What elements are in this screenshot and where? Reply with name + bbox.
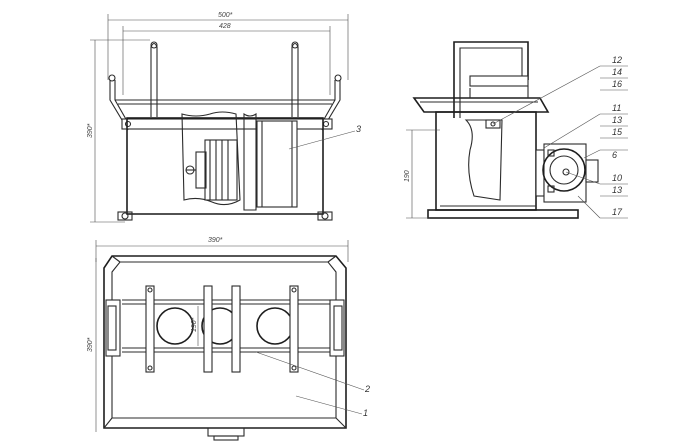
rail-bar xyxy=(121,118,333,130)
top-view: 390* 390* xyxy=(87,237,370,441)
callout-15: 15 xyxy=(612,127,623,137)
callout-1: 1 xyxy=(363,408,368,418)
dim-text-390-front: 390* xyxy=(87,123,94,138)
dim-text-428: 428 xyxy=(219,23,231,30)
dim-text-190-top: 190* xyxy=(191,317,198,332)
container-3 xyxy=(256,120,298,208)
callout-17: 17 xyxy=(612,207,623,217)
cavity-1 xyxy=(156,307,194,345)
callout-2: 2 xyxy=(364,384,370,394)
cavity-3 xyxy=(256,307,294,345)
callout-13-a: 13 xyxy=(612,115,622,125)
dim-text-390-top: 390* xyxy=(208,237,223,244)
dim-text-390-side: 390* xyxy=(87,337,94,352)
frame-bar-1 xyxy=(145,285,155,373)
handle-right xyxy=(291,42,299,117)
callout-16: 16 xyxy=(612,79,622,89)
side-base xyxy=(427,209,579,219)
front-view: 500* 428 390* xyxy=(87,12,361,223)
dim-text-500: 500* xyxy=(218,12,233,19)
callout-6: 6 xyxy=(612,150,617,160)
callout-3: 3 xyxy=(356,124,361,134)
callout-13-b: 13 xyxy=(612,185,622,195)
top-hopper-outer xyxy=(103,255,347,429)
side-handle xyxy=(453,41,529,118)
callout-10: 10 xyxy=(612,173,622,183)
dim-text-190: 190 xyxy=(404,170,411,182)
motor-circle xyxy=(542,148,586,192)
handle-left xyxy=(150,42,158,117)
callout-14: 14 xyxy=(612,67,622,77)
callout-12: 12 xyxy=(612,55,622,65)
side-view: 190 12 14 16 11 13 15 6 10 13 17 xyxy=(404,41,628,219)
callout-11: 11 xyxy=(612,103,621,113)
side-hopper xyxy=(412,97,550,113)
